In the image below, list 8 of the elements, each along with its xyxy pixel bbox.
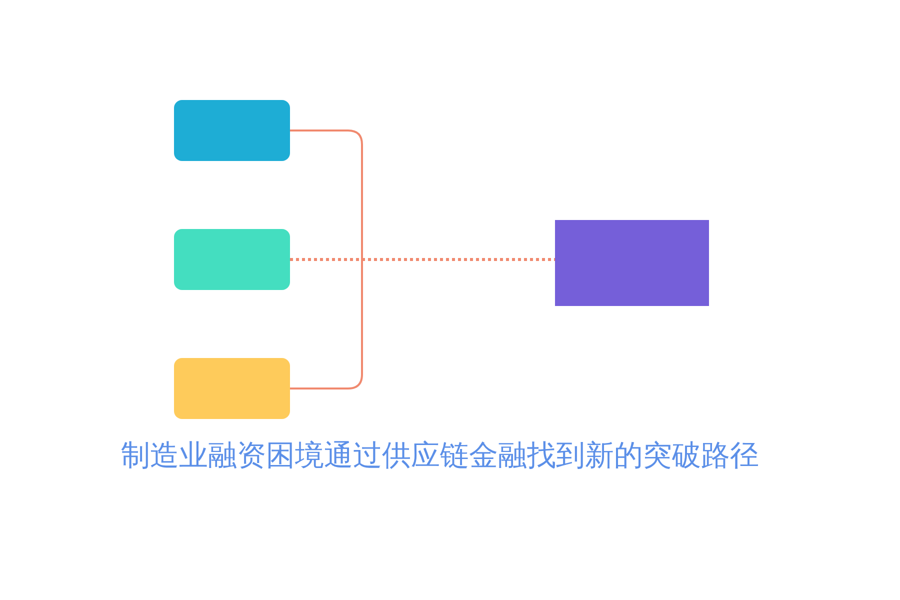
colored-box	[174, 100, 290, 161]
dotted-connector	[290, 258, 555, 261]
colored-box	[174, 229, 290, 290]
colored-box	[555, 220, 709, 306]
bracket-line	[290, 263, 363, 390]
colored-box	[174, 358, 290, 419]
bracket-line	[290, 130, 363, 263]
diagram-title: 制造业融资困境通过供应链金融找到新的突破路径	[120, 437, 760, 474]
